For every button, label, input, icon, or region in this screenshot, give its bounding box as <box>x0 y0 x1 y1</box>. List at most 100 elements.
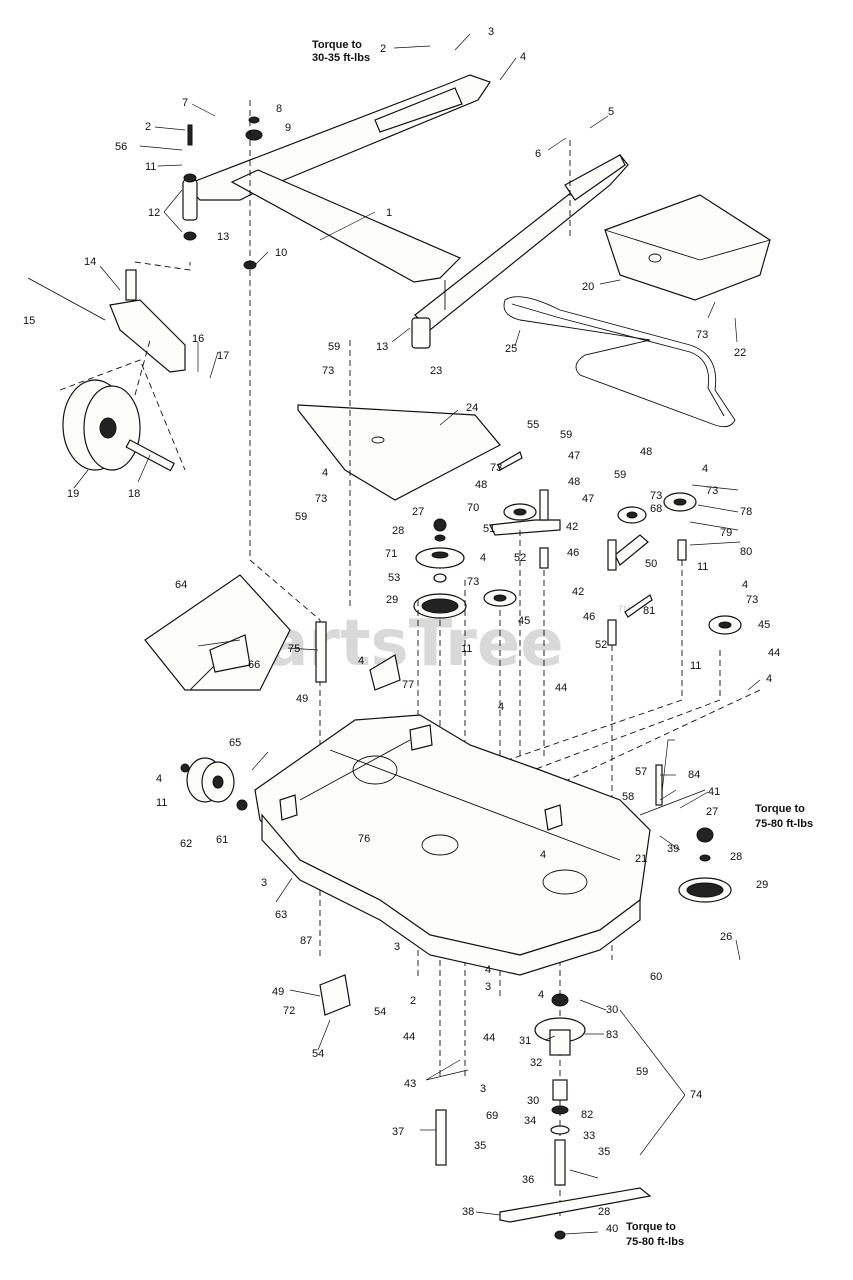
svg-text:30-35 ft-lbs: 30-35 ft-lbs <box>312 52 370 64</box>
torque-note-bottom: Torque to 75-80 ft-lbs <box>626 1221 684 1248</box>
callout-label: 72 <box>283 1005 295 1017</box>
callout-label: 59 <box>328 341 340 353</box>
callout-label: 11 <box>690 660 701 672</box>
callout-label: 73 <box>746 594 758 606</box>
idler-cover <box>297 404 501 501</box>
callout-label: 17 <box>217 350 229 362</box>
spacer-tube <box>182 179 198 221</box>
watermark-trademark: TM <box>618 604 631 614</box>
callout-label: 38 <box>462 1206 474 1218</box>
callout-label: 77 <box>402 679 414 691</box>
callout-label: 53 <box>388 572 400 584</box>
pulley-29 <box>413 593 467 619</box>
callout-label: 22 <box>734 347 746 359</box>
caster-arm <box>27 269 186 373</box>
deck-wheel <box>186 757 235 803</box>
callout-label: 12 <box>148 207 160 219</box>
callout-label: 6 <box>535 148 541 160</box>
nut-27 <box>433 518 447 532</box>
callout-label: 4 <box>520 51 526 63</box>
callout-label: 64 <box>175 579 187 591</box>
callout-label: 45 <box>518 615 530 627</box>
belt-cover <box>604 194 771 301</box>
callout-label: 74 <box>690 1089 702 1101</box>
callout-label: 42 <box>566 521 578 533</box>
spring-55 <box>497 451 523 471</box>
callout-label: 40 <box>606 1223 618 1235</box>
callout-label: 9 <box>285 122 291 134</box>
callout-label: 28 <box>392 525 404 537</box>
spindle-shaft-37 <box>435 1109 447 1166</box>
callout-label: 4 <box>485 964 491 976</box>
callout-label: 11 <box>156 797 167 809</box>
callout-label: 70 <box>467 502 479 514</box>
callout-label: 2 <box>145 121 151 133</box>
callout-label: 73 <box>706 485 718 497</box>
callout-label: 48 <box>475 479 487 491</box>
callout-label: 59 <box>614 469 626 481</box>
callout-label: 44 <box>555 682 567 694</box>
torque-note-right: Torque to 75-80 ft-lbs <box>755 803 813 830</box>
callout-label: 15 <box>23 315 35 327</box>
callout-label: 82 <box>581 1109 593 1121</box>
callout-label: 27 <box>706 806 718 818</box>
callout-label: 73 <box>322 365 334 377</box>
callout-label: 3 <box>480 1083 486 1095</box>
drive-belt <box>503 296 736 428</box>
callout-label: 51 <box>483 523 495 535</box>
discharge-chute <box>144 574 291 691</box>
callout-label: 4 <box>498 701 504 713</box>
callout-label: 43 <box>404 1078 416 1090</box>
callout-label: 73 <box>696 329 708 341</box>
callout-label: 21 <box>635 853 647 865</box>
callout-label: 73 <box>315 493 327 505</box>
idler-arm-50 <box>614 534 649 566</box>
callout-label: 44 <box>768 647 780 659</box>
callout-label: 16 <box>192 333 204 345</box>
bolt-2 <box>187 124 193 146</box>
callout-label: 44 <box>483 1032 495 1044</box>
callout-label: 73 <box>650 490 662 502</box>
callout-label: 20 <box>582 281 594 293</box>
callout-label: 56 <box>115 141 127 153</box>
callout-label: 46 <box>583 611 595 623</box>
callout-label: 78 <box>740 506 752 518</box>
callout-label: 5 <box>608 106 614 118</box>
callout-label: 48 <box>568 476 580 488</box>
callout-label: 11 <box>461 643 472 655</box>
callout-label: 68 <box>650 503 662 515</box>
callout-label: 80 <box>740 546 752 558</box>
callout-label: 4 <box>480 552 486 564</box>
callout-label: 39 <box>667 843 679 855</box>
svg-text:Torque to: Torque to <box>755 803 805 815</box>
callout-label: 25 <box>505 343 517 355</box>
callout-label: 69 <box>486 1110 498 1122</box>
callout-label: 1 <box>386 207 392 219</box>
mower-blade <box>499 1187 652 1223</box>
callout-label: 62 <box>180 838 192 850</box>
callout-label: 59 <box>560 429 572 441</box>
callout-label: 18 <box>128 488 140 500</box>
callout-label: 84 <box>688 769 700 781</box>
spring-81 <box>624 594 653 618</box>
callout-label: 30 <box>527 1095 539 1107</box>
callout-label: 2 <box>410 995 416 1007</box>
callout-label: 49 <box>272 986 284 998</box>
callout-labels: 3 2 4 7 8 9 2 56 11 12 13 6 5 1 10 14 15… <box>23 26 780 1235</box>
callout-label: 19 <box>67 488 79 500</box>
callout-label: 30 <box>606 1004 618 1016</box>
mower-deck <box>254 714 651 976</box>
callout-label: 11 <box>697 561 708 573</box>
callout-label: 79 <box>720 527 732 539</box>
callout-label: 36 <box>522 1174 534 1186</box>
bushing-9 <box>245 129 263 141</box>
callout-label: 75 <box>288 643 300 655</box>
callout-label: 55 <box>527 419 539 431</box>
callout-label: 3 <box>261 877 267 889</box>
callout-label: 31 <box>519 1035 531 1047</box>
callout-label: 46 <box>567 547 579 559</box>
svg-text:75-80 ft-lbs: 75-80 ft-lbs <box>626 1236 684 1248</box>
callout-label: 54 <box>312 1048 324 1060</box>
bracket-72 <box>319 974 351 1016</box>
